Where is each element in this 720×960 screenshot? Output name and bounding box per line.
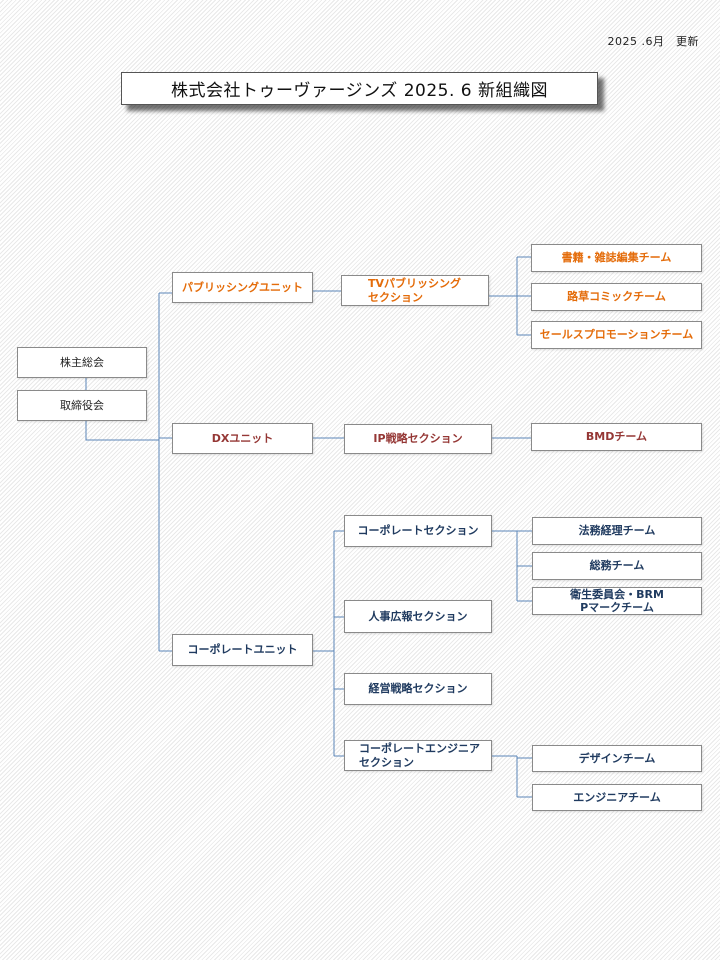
box-board: 取締役会 <box>17 390 147 421</box>
label-eng-section-line1: コーポレートエンジニア <box>359 742 480 756</box>
box-team-legal: 法務経理チーム <box>532 517 702 545</box>
label-tv-section-line2: セクション <box>368 290 423 304</box>
label-team-general: 総務チーム <box>589 559 645 573</box>
box-strategy-section: 経営戦略セクション <box>344 673 492 705</box>
box-team-books: 書籍・雑誌編集チーム <box>531 244 702 272</box>
box-team-comic: 路草コミックチーム <box>531 283 702 311</box>
label-team-engineer: エンジニアチーム <box>573 790 661 804</box>
box-team-sales: セールスプロモーションチーム <box>531 321 702 349</box>
updated-date: 2025 .6月 更新 <box>607 35 699 48</box>
label-strategy-section: 経営戦略セクション <box>368 682 468 696</box>
label-corporate-section: コーポレートセクション <box>357 524 479 538</box>
label-team-sales: セールスプロモーションチーム <box>539 328 694 342</box>
box-team-general: 総務チーム <box>532 552 702 580</box>
label-board: 取締役会 <box>60 398 104 412</box>
box-team-engineer: エンジニアチーム <box>532 784 702 811</box>
box-tv-section: TVパブリッシングセクション <box>341 275 489 306</box>
label-ip-section: IP戦略セクション <box>373 432 463 446</box>
label-shareholders: 株主総会 <box>60 355 104 369</box>
label-team-bmd: BMDチーム <box>585 430 648 444</box>
box-ip-section: IP戦略セクション <box>344 424 492 454</box>
label-team-legal: 法務経理チーム <box>578 524 656 538</box>
label-corporate-unit: コーポレートユニット <box>187 643 298 657</box>
box-corporate-section: コーポレートセクション <box>344 515 492 547</box>
label-team-design: デザインチーム <box>578 751 656 765</box>
box-team-bmd: BMDチーム <box>531 423 702 451</box>
page-title: 株式会社トゥーヴァージンズ 2025. 6 新組織図 <box>121 72 598 105</box>
label-dx-unit: DXユニット <box>211 431 274 445</box>
box-team-design: デザインチーム <box>532 745 702 772</box>
label-team-books: 書籍・雑誌編集チーム <box>561 251 672 265</box>
box-hr-section: 人事広報セクション <box>344 600 492 633</box>
label-team-comic: 路草コミックチーム <box>567 290 666 304</box>
label-publishing-unit: パブリッシングユニット <box>182 280 303 294</box>
box-shareholders: 株主総会 <box>17 347 147 378</box>
box-eng-section: コーポレートエンジニアセクション <box>344 740 492 771</box>
box-dx-unit: DXユニット <box>172 423 313 454</box>
label-eng-section-line2: セクション <box>359 755 414 769</box>
label-hr-section: 人事広報セクション <box>368 609 468 623</box>
box-publishing-unit: パブリッシングユニット <box>172 272 313 303</box>
box-corporate-unit: コーポレートユニット <box>172 634 313 666</box>
label-tv-section-line1: TVパブリッシング <box>368 277 462 291</box>
label-team-health-line1: 衛生委員会・BRM <box>570 587 664 601</box>
label-team-health-line2: Pマークチーム <box>580 601 654 614</box>
